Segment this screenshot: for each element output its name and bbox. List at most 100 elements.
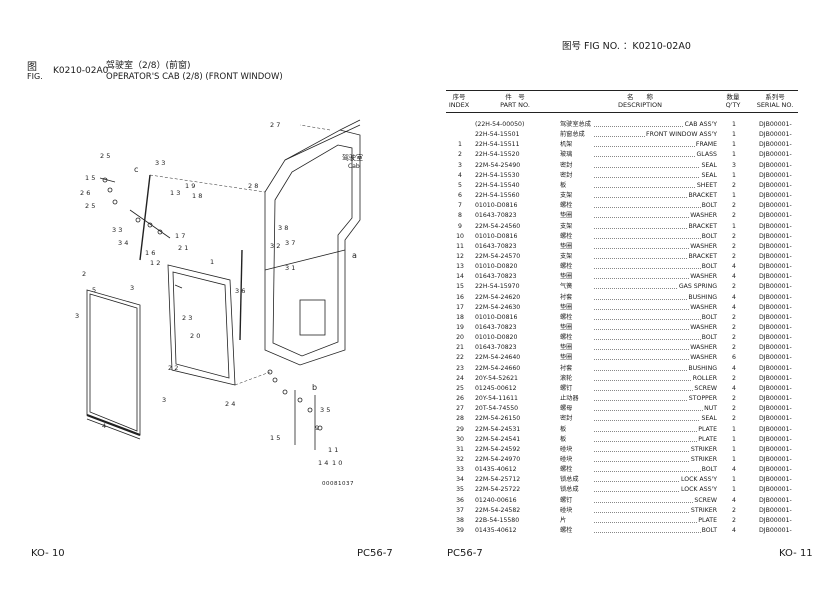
leader-dots bbox=[594, 176, 717, 178]
row-index: 21 bbox=[456, 344, 464, 352]
row-name-cn: 板 bbox=[560, 425, 568, 433]
row-index: 15 bbox=[456, 283, 464, 291]
row-name-cn: 垫圈 bbox=[560, 324, 574, 331]
svg-text:3 2: 3 2 bbox=[270, 242, 280, 250]
leader-dots bbox=[594, 339, 717, 341]
row-name-cn: 板 bbox=[560, 181, 568, 189]
svg-text:3: 3 bbox=[75, 312, 79, 320]
row-description: BUSHING bbox=[687, 364, 717, 372]
leader-dots bbox=[594, 217, 717, 219]
row-name-cn: 前窗总成 bbox=[560, 131, 586, 139]
row-qty: 6 bbox=[732, 354, 736, 362]
row-name-cn: 垫圈 bbox=[560, 212, 574, 220]
row-serial-no: DJB00001- bbox=[759, 506, 792, 514]
footer-page-right: KO- 11 bbox=[779, 548, 813, 559]
svg-text:1 6: 1 6 bbox=[145, 249, 155, 257]
row-name-cn: 止动器 bbox=[560, 395, 580, 403]
row-description: LOCK ASS'Y bbox=[679, 486, 717, 494]
row-part-no: 22M-54-24620 bbox=[475, 293, 521, 301]
svg-text:3: 3 bbox=[162, 396, 166, 404]
row-description: SCREW bbox=[693, 384, 717, 392]
header-qty: 数量 Q'TY bbox=[725, 93, 741, 109]
leader-dots bbox=[594, 400, 717, 402]
row-name-cn: 锁总成 bbox=[560, 476, 580, 484]
svg-text:2 4: 2 4 bbox=[225, 400, 235, 408]
row-description: BOLT bbox=[700, 466, 717, 474]
row-description: WASHER bbox=[689, 344, 717, 352]
leader-dots bbox=[594, 511, 717, 513]
row-index: 17 bbox=[456, 303, 464, 311]
svg-text:1 0: 1 0 bbox=[332, 459, 342, 467]
svg-text:3: 3 bbox=[130, 284, 134, 292]
svg-text:1 1: 1 1 bbox=[328, 446, 338, 454]
row-description: PLATE bbox=[697, 516, 717, 524]
svg-text:3 7: 3 7 bbox=[285, 239, 295, 247]
header-part-no: 件 号 PART NO. bbox=[500, 93, 530, 109]
svg-text:2 3: 2 3 bbox=[182, 314, 192, 322]
row-qty: 1 bbox=[732, 121, 736, 128]
row-description: PLATE bbox=[697, 435, 717, 443]
row-serial-no: DJB00001- bbox=[759, 151, 792, 159]
leader-dots bbox=[594, 288, 717, 290]
row-description: WASHER bbox=[689, 242, 717, 250]
svg-text:2 6: 2 6 bbox=[80, 189, 90, 197]
figure-code: K0210-02A0 bbox=[53, 66, 109, 76]
figure-title-cn: 驾驶室（2/8）(前窗) bbox=[106, 61, 191, 71]
row-part-no: 22M-54-25722 bbox=[475, 486, 521, 494]
row-index: 30 bbox=[456, 435, 464, 443]
row-description: WASHER bbox=[689, 303, 717, 311]
svg-text:4: 4 bbox=[102, 422, 106, 430]
row-index: 11 bbox=[456, 242, 464, 250]
row-qty: 3 bbox=[732, 161, 736, 169]
leader-dots bbox=[594, 278, 717, 280]
row-part-no: 22M-54-25712 bbox=[475, 476, 521, 484]
hardware-upper-left bbox=[99, 177, 171, 239]
row-description: BRACKET bbox=[687, 192, 717, 200]
row-description: GLASS bbox=[695, 151, 717, 159]
row-part-no: 01010-D0816 bbox=[475, 202, 518, 210]
row-qty: 2 bbox=[732, 506, 736, 514]
row-serial-no: DJB00001- bbox=[759, 121, 792, 128]
row-qty: 1 bbox=[732, 141, 736, 149]
row-part-no: 22B-54-15580 bbox=[475, 516, 520, 524]
row-description: BRACKET bbox=[687, 252, 717, 260]
row-qty: 4 bbox=[732, 466, 736, 474]
row-description: BUSHING bbox=[687, 293, 717, 301]
row-name-cn: 玻璃 bbox=[560, 151, 574, 159]
row-name-cn: 螺钉 bbox=[560, 496, 574, 504]
drawing-serial-code: 00081037 bbox=[322, 481, 354, 487]
row-serial-no: DJB00001- bbox=[759, 273, 792, 281]
leader-dots bbox=[594, 410, 717, 412]
ref-a-label: a bbox=[352, 251, 357, 260]
gas-spring-right bbox=[239, 249, 243, 341]
row-qty: 4 bbox=[732, 303, 736, 311]
row-serial-no: DJB00001- bbox=[759, 425, 792, 433]
row-serial-no: DJB00001- bbox=[759, 324, 792, 331]
header-serial: 系列号 SERIAL NO. bbox=[756, 93, 794, 109]
row-name-cn: 支架 bbox=[560, 252, 574, 260]
row-serial-no: DJB00001- bbox=[759, 263, 792, 271]
row-name-cn: 气簧 bbox=[560, 283, 574, 291]
row-part-no: 20Y-54-11611 bbox=[475, 395, 518, 403]
row-name-cn: 衬套 bbox=[560, 364, 574, 372]
row-part-no: 01643-70823 bbox=[475, 344, 517, 352]
row-description: WASHER bbox=[689, 273, 717, 281]
row-serial-no: DJB00001- bbox=[759, 283, 792, 291]
row-part-no: 22M-54-25490 bbox=[475, 161, 521, 169]
svg-text:2 5: 2 5 bbox=[85, 202, 95, 210]
row-qty: 1 bbox=[732, 445, 736, 453]
svg-text:9: 9 bbox=[315, 424, 319, 432]
header-description: 名 称 DESCRIPTION bbox=[618, 93, 662, 109]
footer-model-left: PC56-7 bbox=[357, 548, 393, 559]
row-serial-no: DJB00001- bbox=[759, 455, 792, 463]
row-index: 26 bbox=[456, 395, 464, 403]
